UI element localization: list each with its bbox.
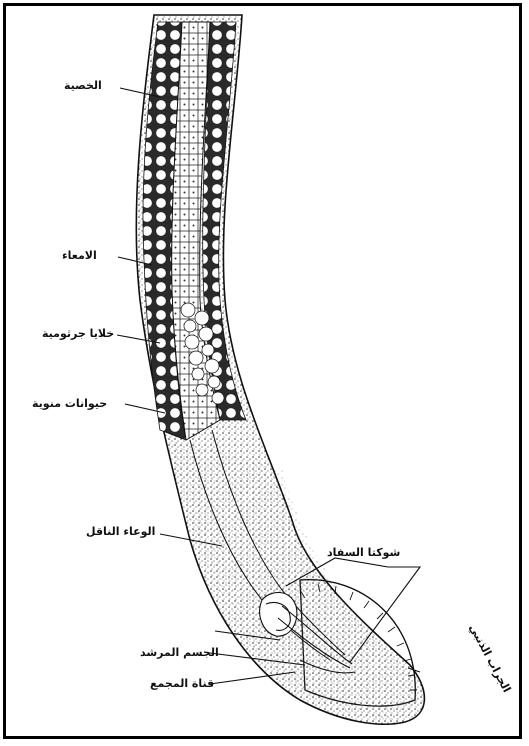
germ-cells-cluster xyxy=(180,302,225,405)
vas-deferens-lines xyxy=(189,429,346,661)
tail-region xyxy=(170,440,419,720)
label-sperm: حيوانات منوية xyxy=(32,397,108,410)
label-germ-cells: خلايا جرثومية xyxy=(42,327,115,340)
label-vas-deferens: الوعاء الناقل xyxy=(86,525,156,538)
label-intestine: الامعاء xyxy=(62,249,97,262)
label-copulatory-spicules: شوكتا السفاد xyxy=(327,546,401,559)
label-cloaca: قناة المجمع xyxy=(150,677,215,690)
testis-column xyxy=(171,21,221,441)
intestine-right xyxy=(202,21,247,421)
leader-lines xyxy=(116,87,422,685)
label-gubernaculum: الجسم المرشد xyxy=(140,646,219,659)
figure-border xyxy=(3,3,522,739)
cloaca-shape xyxy=(299,659,356,674)
spicules-shape xyxy=(259,591,353,669)
label-testis: الخصية xyxy=(64,79,102,92)
